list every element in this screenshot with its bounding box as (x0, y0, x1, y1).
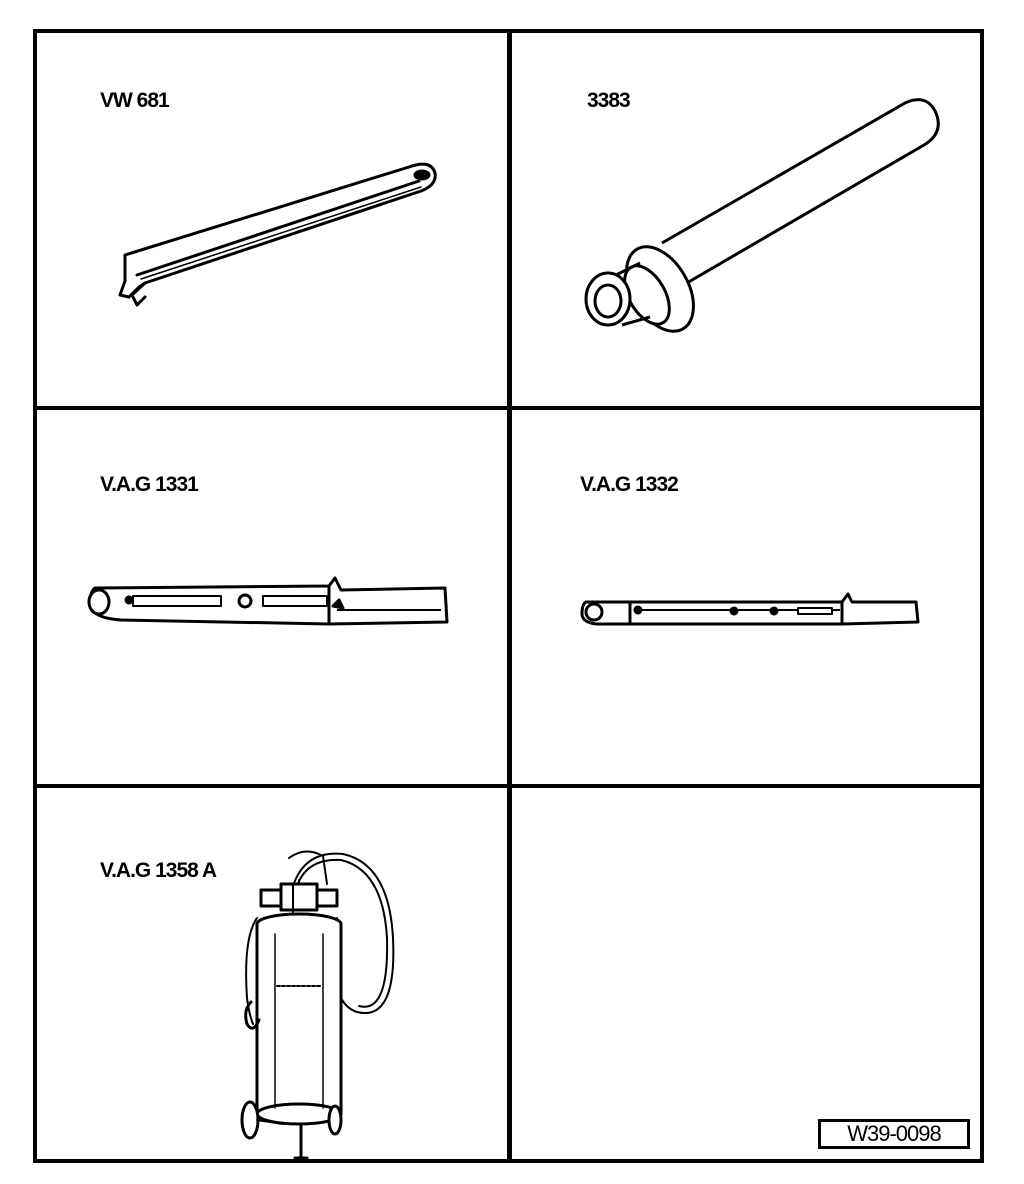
tool-grid: VW 681 3383 V.A. (33, 29, 984, 1163)
tool-label: 3383 (587, 89, 631, 112)
tool-cell-vw-681: VW 681 (37, 33, 507, 406)
bushing-drift-icon (584, 98, 940, 333)
tool-label: V.A.G 1358 A (100, 859, 217, 882)
torque-wrench-large-icon (87, 576, 449, 626)
tool-cell-vag-1358-a: V.A.G 1358 A (37, 788, 507, 1159)
torque-wrench-small-icon (580, 592, 920, 626)
tool-cell-vag-1331: V.A.G 1331 (37, 410, 507, 784)
tool-label: VW 681 (100, 89, 170, 112)
tool-cell-3383: 3383 (512, 33, 980, 406)
tool-cell-vag-1332: V.A.G 1332 (512, 410, 980, 784)
grid-divider-horizontal-2 (37, 784, 980, 788)
pin-wrench-icon (118, 162, 437, 307)
empty-cell: W39-0098 (512, 788, 980, 1159)
tool-label: V.A.G 1332 (580, 473, 679, 496)
tool-label: V.A.G 1331 (100, 473, 199, 496)
fluid-extractor-icon (240, 850, 395, 1159)
grid-divider-horizontal-1 (37, 406, 980, 410)
grid-divider-vertical (507, 33, 512, 1159)
figure-code: W39-0098 (818, 1119, 970, 1149)
